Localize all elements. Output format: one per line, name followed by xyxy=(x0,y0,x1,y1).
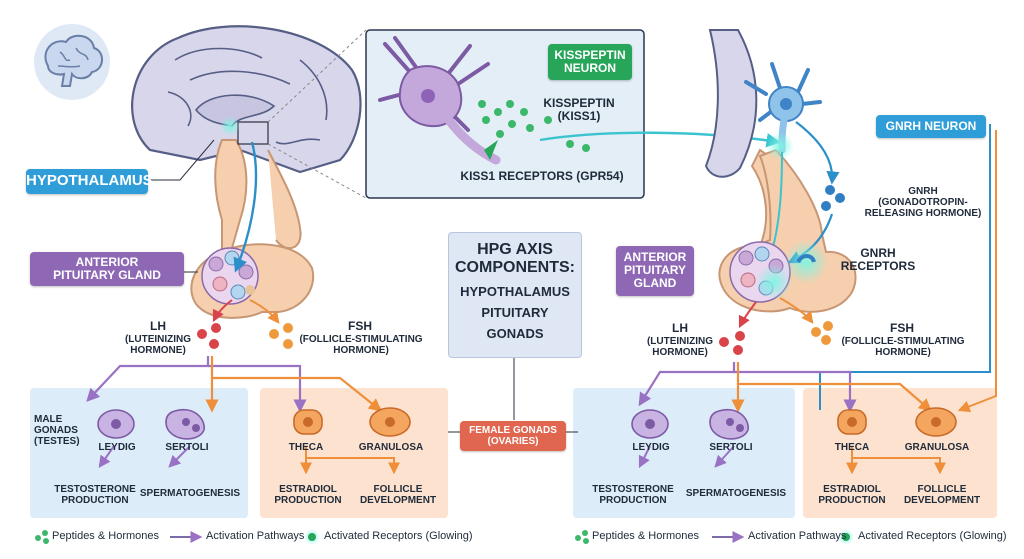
zoom-line-bottom xyxy=(267,143,367,199)
granulosa-cell-right xyxy=(915,407,957,437)
sertoli-cell-right xyxy=(709,408,749,440)
hpg-item-gonads: GONADS xyxy=(486,325,544,341)
gnrh-connector-line xyxy=(819,124,991,410)
fsh-dots-left xyxy=(269,323,293,349)
fsh-sub-left: (FOLLICLE-STIMULATING HORMONE) xyxy=(299,334,423,356)
leydig-label-right: LEYDIG xyxy=(632,442,670,453)
lh-release-right xyxy=(738,301,757,329)
gnrh-receptor-icon xyxy=(796,254,816,264)
gnrh-label: GNRH (GONADOTROPIN- RELEASING HORMONE) xyxy=(864,186,982,219)
sertoli-output-right xyxy=(714,445,735,468)
anterior-pituitary-tag-left: ANTERIOR PITUITARY GLAND xyxy=(30,252,184,287)
fsh-release-right xyxy=(779,297,814,324)
leydig-output-left xyxy=(98,445,115,468)
leydig-cell-icon xyxy=(97,409,135,439)
theca-output-left xyxy=(305,446,400,475)
sertoli-label-right: SERTOLI xyxy=(709,442,753,453)
female-gonads-tag: FEMALE GONADS (OVARIES) xyxy=(460,421,566,451)
spermatogenesis-label-left: SPERMATOGENESIS xyxy=(139,488,241,499)
leydig-output-right xyxy=(638,445,651,469)
legend-peptides-icon-left xyxy=(35,530,49,544)
legend-glow-core-left xyxy=(308,533,316,541)
granulosa-label-left: GRANULOSA xyxy=(358,442,424,453)
lh-dots-left xyxy=(197,323,221,349)
brain-icon xyxy=(34,24,110,100)
gnrh-pathway-left xyxy=(233,141,258,273)
theca-label-left: THECA xyxy=(288,442,324,453)
legend-peptides-left: Peptides & Hormones xyxy=(52,530,159,542)
gnrh-receptors-label: GNRH RECEPTORS xyxy=(840,246,916,274)
follicle-label-right: FOLLICLE DEVELOPMENT xyxy=(903,484,981,506)
male-gonads-label: MALE GONADS (TESTES) xyxy=(34,414,80,447)
fsh-title-right: FSH xyxy=(890,321,914,335)
granulosa-label-right: GRANULOSA xyxy=(904,442,970,453)
testosterone-label-right: TESTOSTERONE PRODUCTION xyxy=(592,484,674,506)
leydig-cell-right xyxy=(631,409,669,439)
lh-to-leydig-left xyxy=(86,356,210,402)
kisspeptin-label: KISSPEPTIN (KISS1) xyxy=(543,96,615,124)
legend-glow-core-right xyxy=(842,533,850,541)
fsh-title-left: FSH xyxy=(348,319,372,333)
gnrh-release-arrow xyxy=(795,121,840,185)
gnrh-peptides xyxy=(821,185,845,211)
granulosa-cell-icon xyxy=(369,407,411,437)
fsh-sub-right: (FOLLICLE-STIMULATING HORMONE) xyxy=(841,336,965,358)
pituitary-receptor-glow xyxy=(756,264,792,300)
lh-to-leydig-right xyxy=(638,362,736,407)
fsh-connector-right xyxy=(957,130,997,413)
gnrh-receptor-glow xyxy=(784,240,828,284)
lh-sub-right: (LUTEINIZING HORMONE) xyxy=(646,336,714,358)
lh-to-theca-right xyxy=(734,370,857,413)
legend-peptides-icon-right xyxy=(575,530,589,544)
leydig-label-left: LEYDIG xyxy=(98,442,136,453)
hpg-item-pituitary: PITUITARY xyxy=(481,304,549,320)
fsh-dots-right xyxy=(811,321,833,345)
follicle-label-left: FOLLICLE DEVELOPMENT xyxy=(359,484,437,506)
sertoli-label-left: SERTOLI xyxy=(165,442,209,453)
gnrh-neuron-tag: GNRH NEURON xyxy=(876,115,986,139)
kisspeptin-neuron-tag: KISSPEPTIN NEURON xyxy=(548,44,632,81)
lh-release-left xyxy=(212,299,233,323)
hypothalamus-tag: HYPOTHALAMUS xyxy=(26,169,153,194)
testosterone-label-left: TESTOSTERONE PRODUCTION xyxy=(54,484,136,506)
estradiol-label-left: ESTRADIOL PRODUCTION xyxy=(274,484,342,506)
legend-activation-right: Activation Pathways xyxy=(748,530,847,542)
kiss1-receptors-label: KISS1 RECEPTORS (GPR54) xyxy=(460,169,624,183)
hpg-item-hypothalamus: HYPOTHALAMUS xyxy=(460,283,570,299)
fsh-release-left xyxy=(249,299,280,324)
sertoli-output-left xyxy=(168,445,191,468)
hypothalamus-glow xyxy=(220,116,240,136)
fsh-to-granulosa-left xyxy=(212,376,383,412)
theca-cell-icon xyxy=(293,409,323,435)
anterior-pituitary-tag-right: ANTERIOR PITUITARY GLAND xyxy=(616,246,694,296)
kisspeptin-peptides xyxy=(478,100,590,152)
legend-receptors-left: Activated Receptors (Glowing) xyxy=(324,530,473,542)
lh-dots-right xyxy=(719,331,745,355)
hpg-title: HPG AXIS COMPONENTS: xyxy=(455,241,575,277)
lh-to-theca-left xyxy=(208,364,307,413)
estradiol-label-right: ESTRADIOL PRODUCTION xyxy=(818,484,886,506)
lh-sub-left: (LUTEINIZING HORMONE) xyxy=(124,334,192,356)
spermatogenesis-label-right: SPERMATOGENESIS xyxy=(685,488,787,499)
theca-cell-right xyxy=(837,409,867,435)
sertoli-cell-icon xyxy=(165,408,205,440)
theca-label-right: THECA xyxy=(834,442,870,453)
fsh-to-granulosa-right xyxy=(738,382,932,412)
pituitary-gland-icon xyxy=(201,247,259,305)
theca-output-right xyxy=(851,446,946,475)
hypothalamus-leader xyxy=(148,139,215,181)
hpg-components-box: HPG AXIS COMPONENTS: HYPOTHALAMUS PITUIT… xyxy=(448,232,582,358)
legend-peptides-right: Peptides & Hormones xyxy=(592,530,699,542)
lh-title-right: LH xyxy=(672,321,688,335)
kiss1-receptor-glow xyxy=(766,132,794,160)
legend-activation-left: Activation Pathways xyxy=(206,530,305,542)
lh-title-left: LH xyxy=(150,319,166,333)
zoom-line-top xyxy=(267,29,367,123)
kisspeptin-neuron-icon xyxy=(378,36,501,165)
legend-receptors-right: Activated Receptors (Glowing) xyxy=(858,530,1007,542)
